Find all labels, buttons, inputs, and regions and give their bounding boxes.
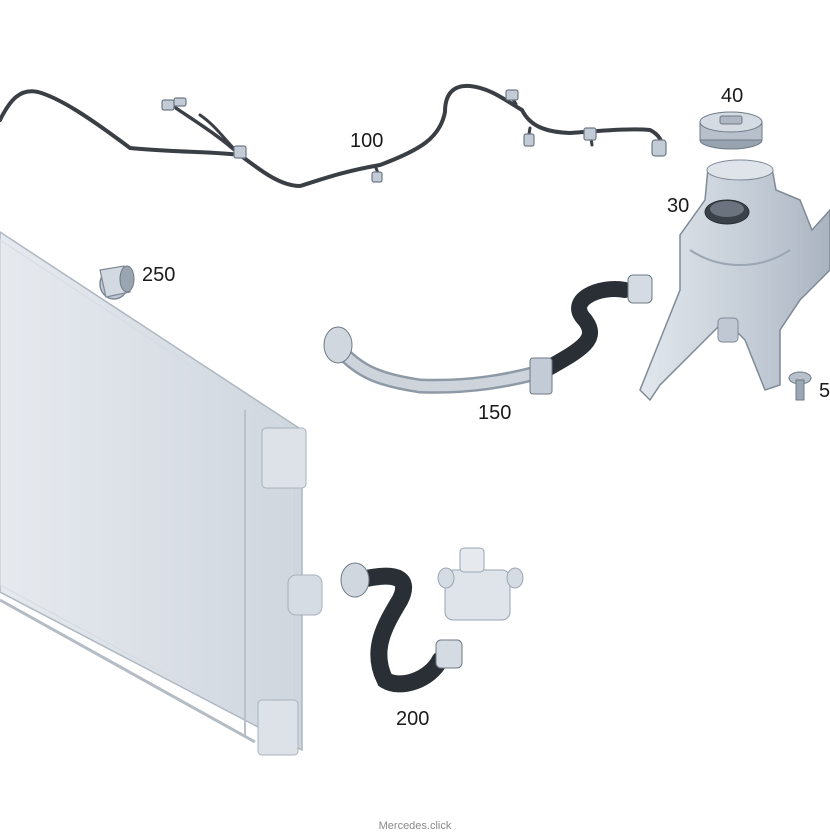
callout-5: 5 <box>819 380 830 402</box>
cap-part <box>699 111 763 150</box>
sleeve-part <box>99 265 135 300</box>
upper-hose <box>323 274 653 395</box>
watermark-text: Mercedes.click <box>378 820 452 832</box>
callout-200: 200 <box>396 708 430 730</box>
callout-100: 100 <box>350 130 384 152</box>
radiator <box>0 231 323 756</box>
callout-30: 30 <box>667 195 690 217</box>
lower-hose <box>340 562 463 693</box>
callout-40: 40 <box>721 85 744 107</box>
screw-part <box>788 371 812 401</box>
wire-harness <box>0 83 664 188</box>
wire-connectors <box>161 89 667 183</box>
expansion-tank <box>639 159 830 402</box>
callout-150: 150 <box>478 402 512 424</box>
callout-250: 250 <box>142 264 176 286</box>
coolant-valve <box>437 547 524 621</box>
